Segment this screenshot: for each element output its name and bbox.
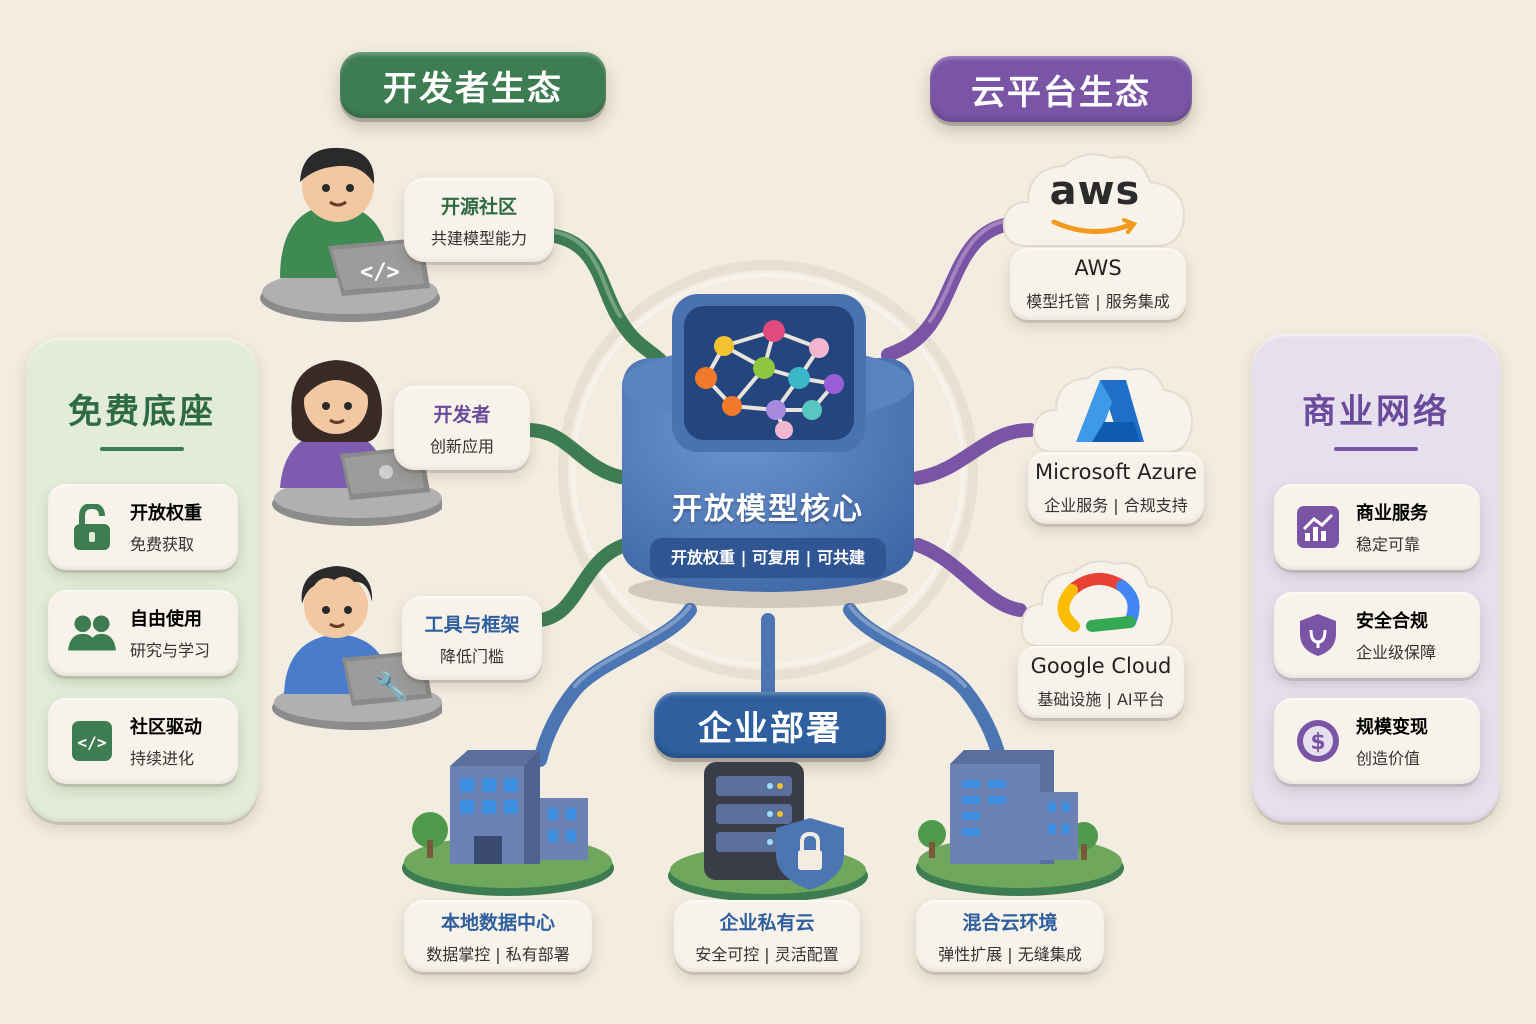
network-icon [695,320,844,439]
aws-logo-text: aws [1049,168,1141,214]
business-network-title: 商业网络 [1302,392,1450,432]
developer-person-purple [262,350,444,530]
core-title: 开放模型核心 [672,492,864,527]
developer-node-tools: 工具与框架 降低门槛 [402,596,542,680]
enterprise-node-datacenter: 本地数据中心 数据掌控 | 私有部署 [404,900,592,972]
free-foundation-title: 免费底座 [68,392,216,432]
google-cloud [1018,556,1174,652]
aws-cloud: aws [1000,146,1190,252]
developer-person-green: </> [250,138,440,328]
aws-smile-icon [1051,218,1138,234]
developer-wires [521,228,667,627]
svg-text:$: $ [1310,730,1325,755]
cloud-node-aws: AWS 模型托管 | 服务集成 [1010,248,1186,320]
wrench-icon: 🔧 [374,670,409,703]
enterprise-node-private-cloud: 企业私有云 安全可控 | 灵活配置 [674,900,860,972]
azure-cloud [1030,358,1194,458]
shield-icon [1294,611,1342,659]
developer-node-developer: 开发者 创新应用 [394,386,530,470]
feature-security-compliance: 安全合规企业级保障 [1274,592,1480,678]
developer-node-community: 开源社区 共建模型能力 [404,178,554,262]
cloud-node-google: Google Cloud 基础设施 | AI平台 [1018,646,1184,718]
chart-icon [1294,503,1342,551]
users-icon [68,609,116,657]
cloud-node-azure: Microsoft Azure 企业服务 | 合规支持 [1028,452,1204,524]
feature-business-service: 商业服务稳定可靠 [1274,484,1480,570]
business-network-panel: 商业网络 商业服务稳定可靠 安全合规企业级保障 $ 规模变现创造价值 [1252,334,1500,822]
enterprise-node-hybrid: 混合云环境 弹性扩展 | 无缝集成 [916,900,1104,972]
dollar-icon: $ [1294,717,1342,765]
building-private-cloud [664,758,884,908]
feature-community-driven: </> 社区驱动持续进化 [48,698,238,784]
core-subtitle: 开放权重 | 可复用 | 可共建 [650,538,886,578]
free-foundation-panel: 免费底座 开放权重免费获取 自由使用研究与学习 </> 社区驱动持续进化 [26,338,258,822]
unlock-icon [68,503,116,551]
building-data-center [398,740,618,900]
enterprise-deployment-title: 企业部署 [654,692,886,758]
developer-ecosystem-title: 开发者生态 [340,52,606,118]
svg-text:</>: </> [78,733,107,752]
code-icon: </> [68,717,116,765]
enterprise-wires [533,603,1007,767]
code-icon: </> [360,260,400,285]
feature-scale-monetization: $ 规模变现创造价值 [1274,698,1480,784]
feature-free-use: 自由使用研究与学习 [48,590,238,676]
cloud-ecosystem-title: 云平台生态 [930,56,1192,122]
building-hybrid-cloud [908,740,1128,900]
open-model-core: 开放模型核心 开放权重 | 可复用 | 可共建 [610,280,926,610]
cloud-wires [881,218,1037,617]
feature-open-weights: 开放权重免费获取 [48,484,238,570]
